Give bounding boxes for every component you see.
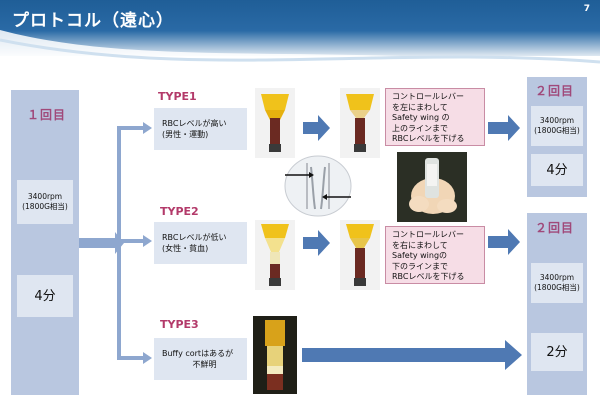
round2-top-speed-box: 3400rpm (1800G相当): [531, 106, 583, 146]
round2-bottom-speed-box: 3400rpm (1800G相当): [531, 263, 583, 303]
type3-to-round2-arrow: [302, 340, 522, 370]
round1-time: 4分: [34, 288, 56, 304]
round2-top-speed-note: (1800G相当): [534, 126, 580, 135]
safety-wing-diagram: [284, 155, 352, 217]
type1-description-line1: RBCレベルが高い: [162, 119, 227, 128]
type1-to-round2-arrow: [488, 115, 520, 141]
round2-top-speed: 3400rpm: [539, 116, 575, 125]
type2-description-line2: (女性・貧血): [162, 244, 209, 253]
slide-title: プロトコル（遠心）: [12, 11, 174, 31]
type1-instruction-note: コントロールレバー を左にまわして Safety wing の 上のラインまで …: [385, 88, 485, 146]
round2-top-time-box: 4分: [531, 154, 583, 186]
type2-to-round2-arrow: [488, 229, 520, 255]
type1-tube-before-image: [255, 88, 295, 158]
type2-instruction-note: コントロールレバー を右にまわして Safety wingの 下のラインまで R…: [385, 226, 485, 284]
branch-arrow-type2: [117, 235, 152, 247]
round1-speed-box: 3400rpm (1800G相当): [17, 180, 73, 224]
type1-instruction-line2: を左にまわして: [392, 102, 448, 112]
round2-top-label: ２回目: [535, 84, 575, 98]
type2-instruction-line5: RBCレベルを下げる: [392, 272, 465, 282]
branch-arrow-type1: [117, 122, 152, 134]
round1-panel: [11, 90, 79, 395]
round1-speed-note: (1800G相当): [22, 202, 68, 211]
branch-arrow-type3: [117, 352, 152, 364]
type1-tube-arrow: [303, 115, 330, 141]
round2-bottom-speed-note: (1800G相当): [534, 283, 580, 292]
type2-instruction-line1: コントロールレバー: [392, 230, 464, 239]
header-banner: [0, 0, 600, 90]
round2-bottom-time: 2分: [546, 344, 568, 360]
type2-tube-arrow: [303, 230, 330, 256]
round1-label: １回目: [27, 108, 67, 122]
round1-speed: 3400rpm: [27, 192, 63, 201]
type1-instruction-line1: コントロールレバー: [392, 92, 464, 101]
round2-bottom-speed: 3400rpm: [539, 273, 575, 282]
type2-instruction-line2: を右にまわして: [392, 240, 448, 250]
round1-out-arrow: [79, 232, 124, 254]
type2-label: TYPE2: [160, 205, 199, 218]
type2-tube-before-image: [255, 220, 295, 290]
type1-instruction-line5: RBCレベルを下げる: [392, 134, 465, 144]
type2-description-line1: RBCレベルが低い: [162, 233, 227, 242]
type1-label: TYPE1: [158, 90, 197, 103]
type3-tube-image: [253, 316, 297, 394]
type1-tube-after-image: [340, 88, 380, 158]
type1-instruction-line3: Safety wing の: [392, 113, 450, 123]
type1-description-box: RBCレベルが高い (男性・運動): [154, 108, 247, 150]
page-number: 7: [583, 4, 590, 14]
type2-tube-after-image: [340, 220, 380, 290]
type2-instruction-line4: 下のラインまで: [392, 261, 448, 271]
type2-instruction-line3: Safety wingの: [392, 251, 448, 261]
round2-top-time: 4分: [546, 162, 568, 178]
header-wave-decoration: [0, 30, 600, 90]
round2-bottom-time-box: 2分: [531, 333, 583, 371]
type2-description-box: RBCレベルが低い (女性・貧血): [154, 222, 247, 264]
type3-description-line2: 不鮮明: [192, 360, 217, 369]
type3-description-line1: Buffy cortはあるが: [162, 349, 234, 358]
type3-description-box: Buffy cortはあるが 不鮮明: [154, 338, 247, 380]
round1-time-box: 4分: [17, 275, 73, 317]
type1-instruction-line4: 上のラインまで: [392, 123, 448, 133]
type3-label: TYPE3: [160, 318, 199, 331]
hand-holding-tube-image: [397, 152, 467, 222]
type1-description-line2: (男性・運動): [162, 130, 209, 139]
round2-bottom-label: ２回目: [535, 221, 575, 235]
branch-trunk: [117, 128, 121, 360]
